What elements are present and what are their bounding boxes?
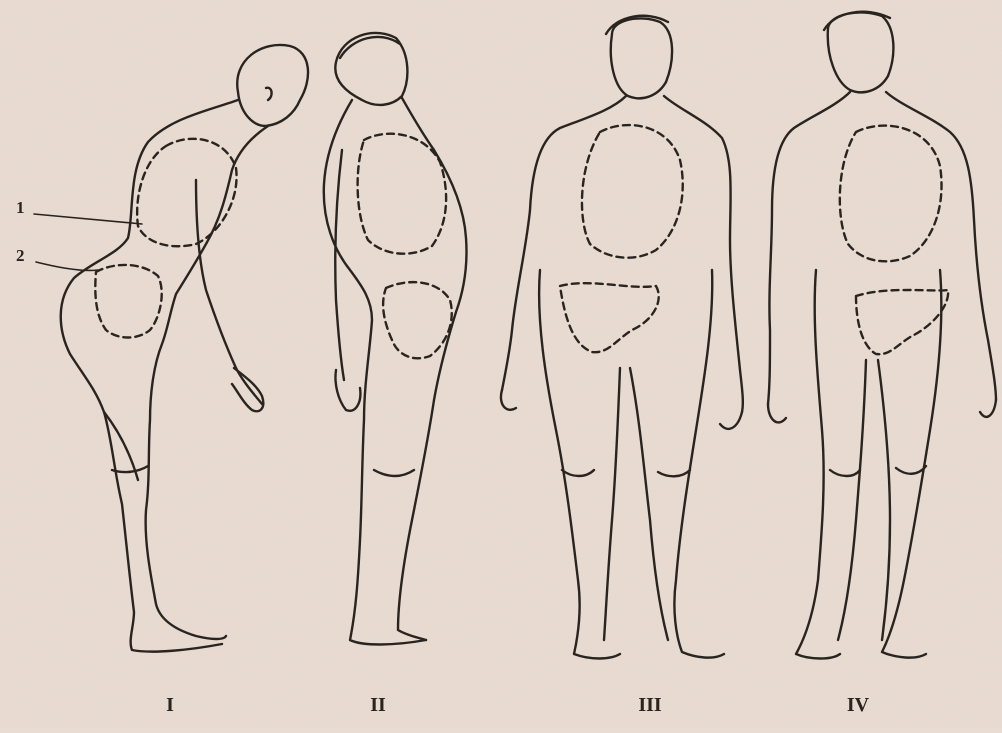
caption-figure-I: I [166, 694, 174, 717]
caption-figure-III: III [638, 694, 661, 717]
callout-label-2: 2 [16, 246, 25, 266]
caption-figure-IV: IV [847, 694, 869, 717]
caption-figure-II: II [370, 694, 386, 717]
callout-label-1: 1 [16, 198, 25, 218]
